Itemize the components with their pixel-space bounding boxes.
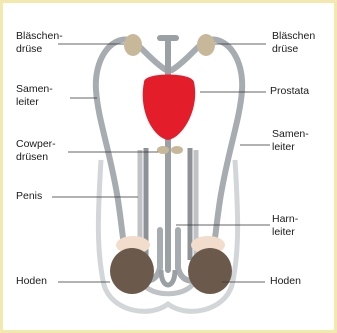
label-samenleiter-left: Samen- leiter xyxy=(16,83,53,109)
label-samenleiter-right: Samen- leiter xyxy=(272,128,309,154)
label-hoden-right: Hoden xyxy=(270,275,301,288)
hoden-right-testis xyxy=(188,248,232,294)
label-prostata: Prostata xyxy=(270,85,309,98)
label-penis: Penis xyxy=(16,190,42,203)
blaeschendruese-right xyxy=(197,34,215,56)
blaeschendruese-left xyxy=(124,34,142,56)
label-blaeschendruese-right: Bläschen drüse xyxy=(272,30,315,56)
prostata-gland xyxy=(143,75,195,141)
label-cowperdruesen: Cowper- drüsen xyxy=(16,138,56,164)
hoden-left-testis xyxy=(110,248,154,294)
label-harnleiter: Harn- leiter xyxy=(272,213,298,239)
cowper-druese-right xyxy=(171,146,183,154)
label-blaeschendruese-left: Bläschen- drüse xyxy=(16,30,63,56)
label-hoden-left: Hoden xyxy=(16,275,47,288)
cowper-druese-left xyxy=(157,146,169,154)
